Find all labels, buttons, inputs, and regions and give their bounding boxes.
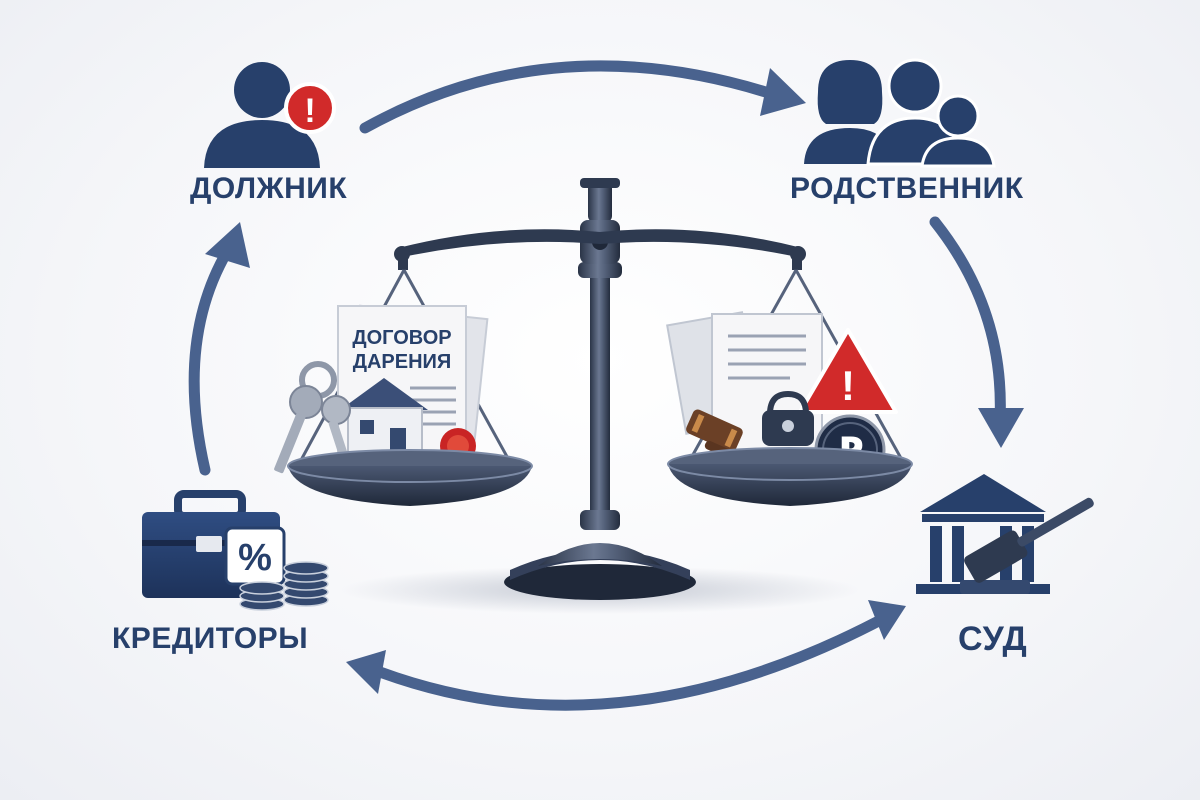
relative-label: РОДСТВЕННИК bbox=[790, 172, 1024, 205]
left-pan: ДОГОВОР ДАРЕНИЯ bbox=[274, 269, 533, 506]
percent-card-icon: % bbox=[224, 526, 286, 586]
arrow-court-to-creditors-head2 bbox=[868, 600, 906, 640]
warning-symbol: ! bbox=[841, 362, 855, 409]
arrow-creditors-to-debtor-head bbox=[205, 222, 250, 268]
document-title-line1: ДОГОВОР bbox=[352, 327, 451, 349]
arrow-debtor-to-relative bbox=[359, 60, 796, 134]
arrow-court-to-creditors-head bbox=[346, 650, 386, 694]
court-node bbox=[916, 474, 1094, 594]
arrow-relative-to-court bbox=[929, 216, 1006, 426]
alert-badge-text: ! bbox=[304, 92, 315, 130]
relative-node bbox=[804, 58, 996, 168]
gavel-icon bbox=[960, 497, 1094, 594]
person-icon bbox=[204, 62, 320, 168]
debtor-label: ДОЛЖНИК bbox=[190, 172, 348, 205]
scale-of-justice: ДОГОВОР ДАРЕНИЯ bbox=[274, 178, 913, 614]
alert-badge-icon: ! bbox=[284, 82, 336, 134]
document-title-line2: ДАРЕНИЯ bbox=[353, 351, 452, 373]
scale-base bbox=[504, 543, 696, 600]
debtor-node: ! bbox=[204, 62, 336, 168]
arrow-relative-to-court-head bbox=[978, 408, 1024, 448]
padlock-icon bbox=[762, 390, 814, 446]
scale-beam bbox=[398, 229, 802, 258]
creditors-node: % bbox=[142, 490, 329, 611]
scale-column bbox=[590, 270, 610, 530]
cycle-arrows bbox=[188, 60, 1024, 711]
arrow-creditors-to-debtor bbox=[188, 244, 234, 476]
arrow-court-to-creditors bbox=[374, 609, 896, 711]
right-pan: ! ₽ bbox=[666, 269, 913, 506]
family-icon bbox=[804, 58, 996, 168]
warning-triangle-icon: ! bbox=[798, 328, 898, 414]
creditors-label: КРЕДИТОРЫ bbox=[112, 622, 309, 655]
coin-stacks-icon bbox=[239, 561, 329, 611]
percent-symbol: % bbox=[238, 537, 272, 579]
court-label: СУД bbox=[958, 620, 1028, 658]
arrow-debtor-to-relative-head bbox=[760, 68, 806, 116]
